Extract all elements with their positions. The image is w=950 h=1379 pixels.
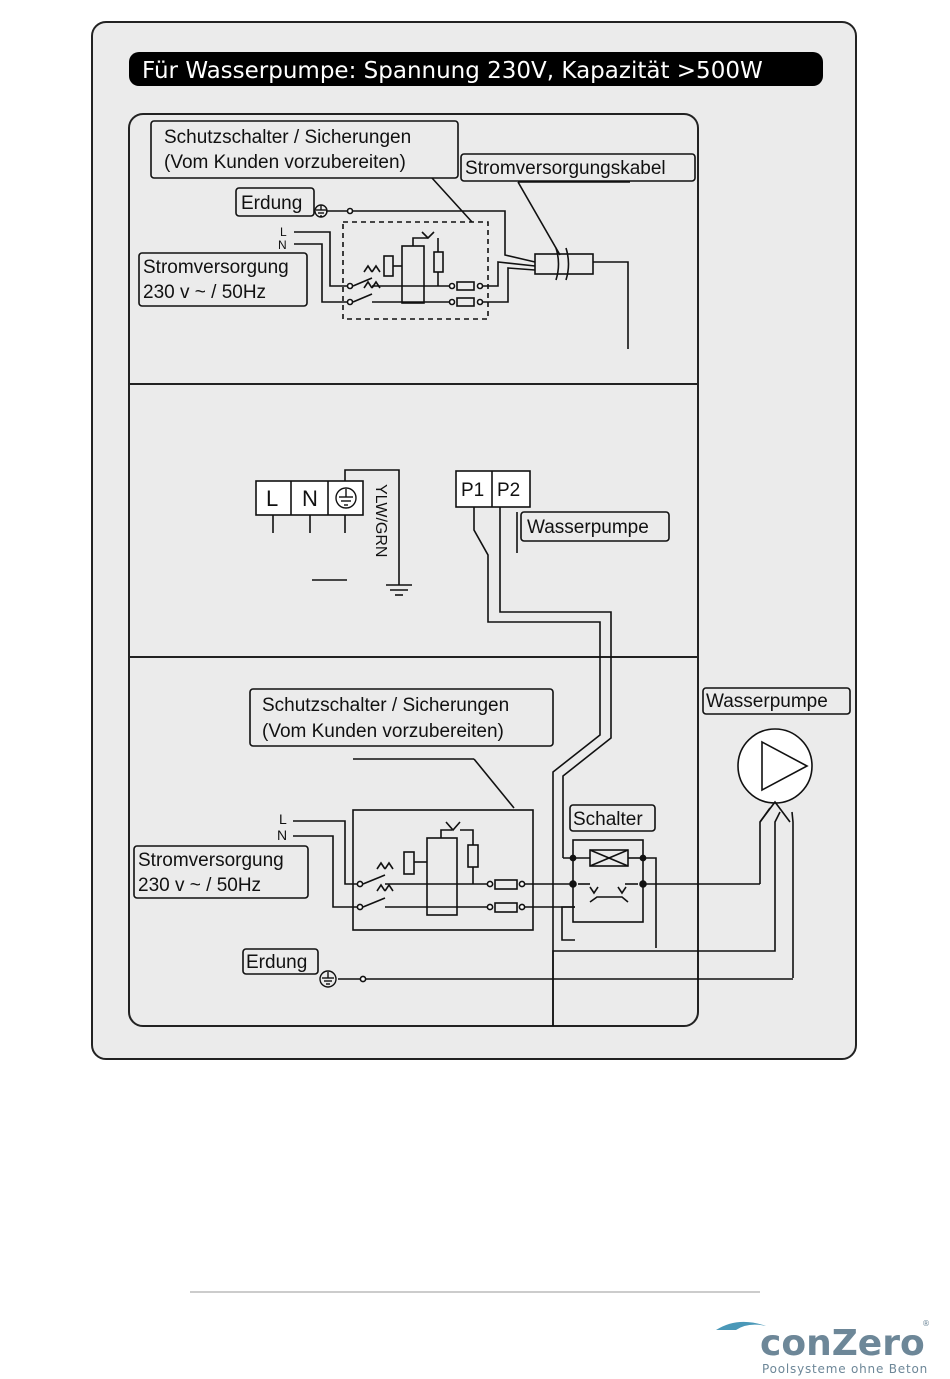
cable-label-box	[460, 153, 696, 182]
n-label-3: N	[277, 827, 287, 843]
pump-label-2: Wasserpumpe	[527, 517, 649, 538]
pump-label-box-2	[520, 511, 670, 542]
supply-label-box-3	[133, 845, 309, 899]
ground-label-1: Erdung	[241, 193, 302, 214]
title-bar	[129, 52, 823, 86]
ground-wire-label: YLW/GRN	[372, 484, 389, 557]
ground-label-box-1	[235, 187, 315, 217]
breaker-label-box-3	[249, 688, 554, 747]
l-label-3: L	[279, 811, 287, 827]
terminal-p2: P2	[497, 480, 520, 501]
logo-registered: ®	[922, 1319, 930, 1328]
breaker-label-box-1	[150, 120, 459, 179]
terminal-p1: P1	[461, 480, 484, 501]
supply-voltage-3: 230 v ~ / 50Hz	[138, 875, 261, 896]
terminal-n: N	[302, 486, 318, 511]
terminal-block-p	[455, 470, 531, 508]
supply-label-3: Stromversorgung	[138, 850, 284, 871]
diagram-title: Für Wasserpumpe: Spannung 230V, Kapazitä…	[142, 58, 763, 84]
breaker-label-3: Schutzschalter / Sicherungen	[262, 695, 509, 716]
l-label-1: L	[280, 225, 287, 239]
supply-label-1: Stromversorgung	[143, 257, 289, 278]
switch-label: Schalter	[573, 809, 643, 830]
breaker-label-1: Schutzschalter / Sicherungen	[164, 127, 411, 148]
supply-label-box-1	[138, 252, 308, 307]
pump-label-3: Wasserpumpe	[706, 691, 828, 712]
n-label-1: N	[278, 238, 287, 252]
ground-icon-3	[319, 970, 337, 988]
breaker-sublabel-3: (Vom Kunden vorzubereiten)	[262, 721, 504, 742]
inner-panel	[128, 113, 699, 1027]
logo-tagline: Poolsysteme ohne Beton	[762, 1362, 928, 1376]
logo-brand: conZero	[760, 1323, 925, 1364]
panel-2	[255, 469, 670, 1026]
ground-label-box-3	[242, 948, 319, 975]
conzero-logo: conZero ® Poolsysteme ohne Beton	[716, 1319, 930, 1376]
switch-label-box	[569, 804, 656, 832]
earth-terminal-icon	[335, 487, 357, 509]
pump-label-box-3	[702, 687, 851, 715]
power-cable	[534, 253, 594, 275]
breaker-enclosure-1	[342, 221, 489, 320]
ground-label-3: Erdung	[246, 952, 307, 973]
pump-triangle	[761, 740, 809, 792]
terminal-l: L	[266, 486, 278, 511]
breaker-enclosure-3	[352, 809, 534, 931]
cable-label: Stromversorgungskabel	[465, 158, 666, 179]
panel-1	[138, 120, 696, 349]
ground-icon	[314, 204, 328, 218]
panel-3	[133, 687, 851, 1026]
supply-voltage-1: 230 v ~ / 50Hz	[143, 282, 266, 303]
logo-wave-icon	[716, 1321, 766, 1330]
breaker-sublabel-1: (Vom Kunden vorzubereiten)	[164, 152, 406, 173]
